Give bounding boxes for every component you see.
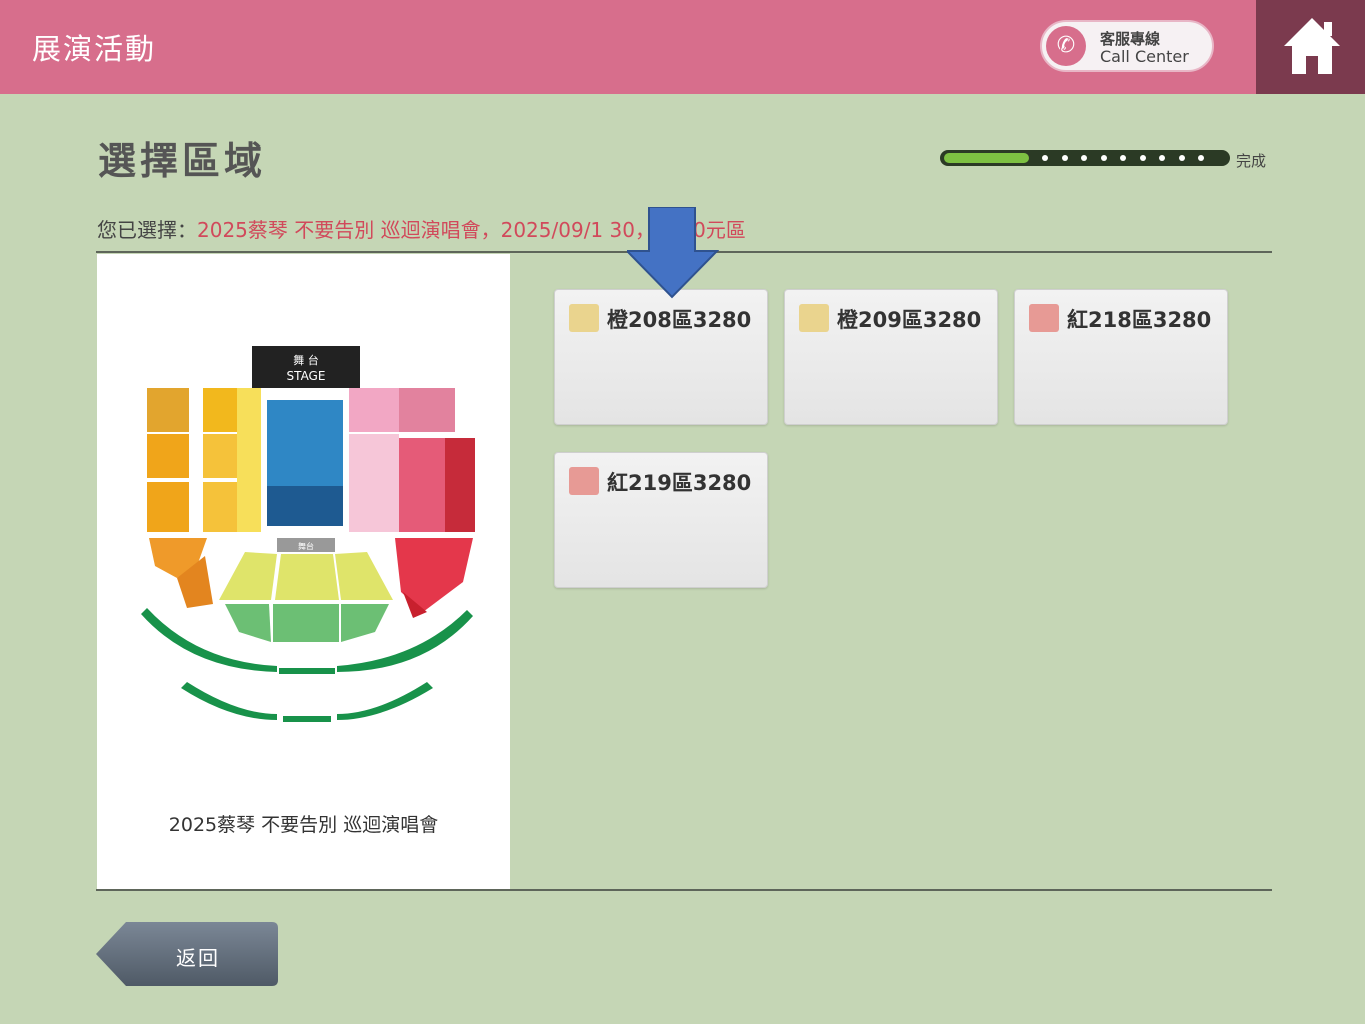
seat-map-panel: 舞 台 STAGE 舞台 (97, 254, 510, 890)
home-icon (1284, 18, 1340, 74)
map-caption: 2025蔡琴 不要告別 巡迴演唱會 (168, 814, 439, 836)
stage-label: 舞 台 (293, 353, 319, 367)
app-title: 展演活動 (32, 32, 157, 66)
zone-label: 紅218區3280 (1067, 308, 1212, 332)
zone-color-swatch (569, 467, 599, 495)
divider-bottom (96, 889, 1272, 891)
progress-label: 完成 (1236, 152, 1267, 170)
call-center-label-en: Call Center (1100, 47, 1189, 66)
back-button[interactable]: 返回 (96, 922, 278, 986)
page-title: 選擇區域 (98, 139, 267, 183)
stage-label-en: STAGE (287, 369, 326, 383)
zone-color-swatch (1029, 304, 1059, 332)
call-center-button[interactable]: ✆ 客服專線 Call Center (1040, 20, 1214, 72)
call-center-label: 客服專線 (1100, 30, 1161, 48)
center-block-label: 舞台 (298, 541, 314, 551)
down-arrow-icon (627, 207, 719, 299)
progress-bar (940, 150, 1230, 166)
progress-fill (944, 153, 1029, 163)
zone-card-218[interactable]: 紅218區3280 (1014, 289, 1228, 425)
back-button-label: 返回 (176, 946, 220, 970)
top-bar: 展演活動 ✆ 客服專線 Call Center (0, 0, 1365, 94)
zone-label: 橙208區3280 (607, 308, 752, 332)
zone-label: 紅219區3280 (607, 471, 752, 495)
phone-icon: ✆ (1046, 26, 1086, 66)
zone-card-209[interactable]: 橙209區3280 (784, 289, 998, 425)
back-button-shape (96, 922, 278, 986)
seat-map-image: 舞 台 STAGE 舞台 (141, 346, 475, 722)
progress-steps (1042, 155, 1218, 174)
zone-color-swatch (799, 304, 829, 332)
zone-color-swatch (569, 304, 599, 332)
zone-card-219[interactable]: 紅219區3280 (554, 452, 768, 588)
selection-label: 您已選擇： (97, 218, 197, 242)
zone-card-208[interactable]: 橙208區3280 (554, 289, 768, 425)
zone-label: 橙209區3280 (837, 308, 982, 332)
home-button[interactable] (1256, 0, 1365, 94)
